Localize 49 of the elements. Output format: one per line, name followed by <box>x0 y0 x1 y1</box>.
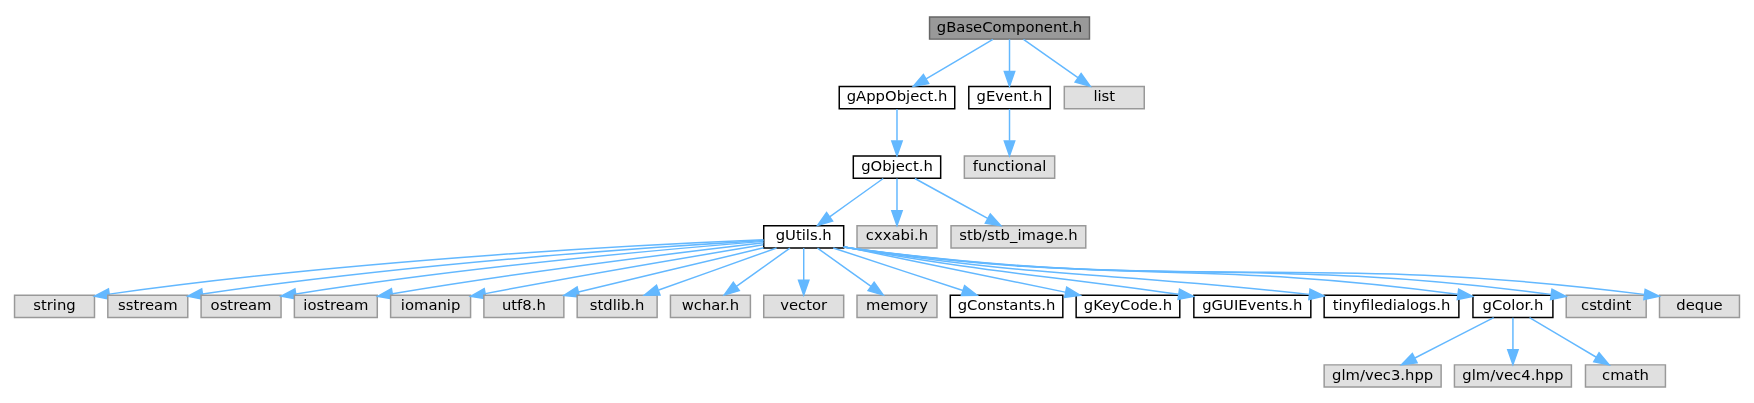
arrow <box>1399 316 1495 366</box>
node-box: gUtils.h <box>763 224 845 249</box>
node-box: gBaseComponent.h <box>928 15 1091 40</box>
arrow <box>911 38 994 88</box>
node-box: wchar.h <box>669 294 752 318</box>
node-box: list <box>1063 85 1145 109</box>
node-box: ostream <box>200 294 282 318</box>
arrow <box>816 246 885 296</box>
node-box: vector <box>763 294 845 318</box>
node-box: gColor.h <box>1472 294 1554 318</box>
arrow <box>890 177 904 228</box>
node-box: iomanip <box>389 294 472 318</box>
arrow <box>843 245 1327 300</box>
arrow <box>1003 38 1016 88</box>
node-box: memory <box>856 294 938 318</box>
arrow <box>797 246 810 297</box>
node-box: gConstants.h <box>949 294 1064 318</box>
node-box: stdlib.h <box>576 294 658 318</box>
node-box: cmath <box>1584 363 1667 388</box>
arrow <box>642 246 778 296</box>
arrow <box>1506 316 1520 367</box>
node-box: gObject.h <box>852 154 942 179</box>
node-box: gKeyCode.h <box>1075 294 1181 318</box>
node-box: gGUIEvents.h <box>1193 294 1312 318</box>
node-box: glm/vec3.hpp <box>1323 363 1442 388</box>
arrow <box>890 107 904 158</box>
node-box: iostream <box>293 294 379 318</box>
arrow <box>832 246 980 296</box>
arrow <box>843 245 1196 300</box>
arrow <box>815 177 884 227</box>
arrow <box>722 246 791 296</box>
node-box: gAppObject.h <box>838 85 956 109</box>
arrow <box>1003 107 1016 158</box>
node-box: stb/stb_image.h <box>950 224 1087 249</box>
node-box: glm/vec4.hpp <box>1453 363 1573 388</box>
node-box: string <box>13 294 96 318</box>
node-box: utf8.h <box>483 294 565 318</box>
arrow <box>1528 316 1612 366</box>
node-box: cxxabi.h <box>856 224 938 249</box>
node-box: deque <box>1658 294 1741 318</box>
arrow <box>914 177 1003 227</box>
arrow <box>843 245 1083 298</box>
node-box: sstream <box>107 294 189 318</box>
node-box: tinyfiledialogs.h <box>1323 294 1460 318</box>
node-box: gEvent.h <box>968 85 1051 109</box>
node-box: cstdint <box>1565 294 1647 318</box>
arrow <box>561 246 765 298</box>
arrow <box>1022 38 1093 88</box>
node-box: functional <box>963 154 1056 179</box>
